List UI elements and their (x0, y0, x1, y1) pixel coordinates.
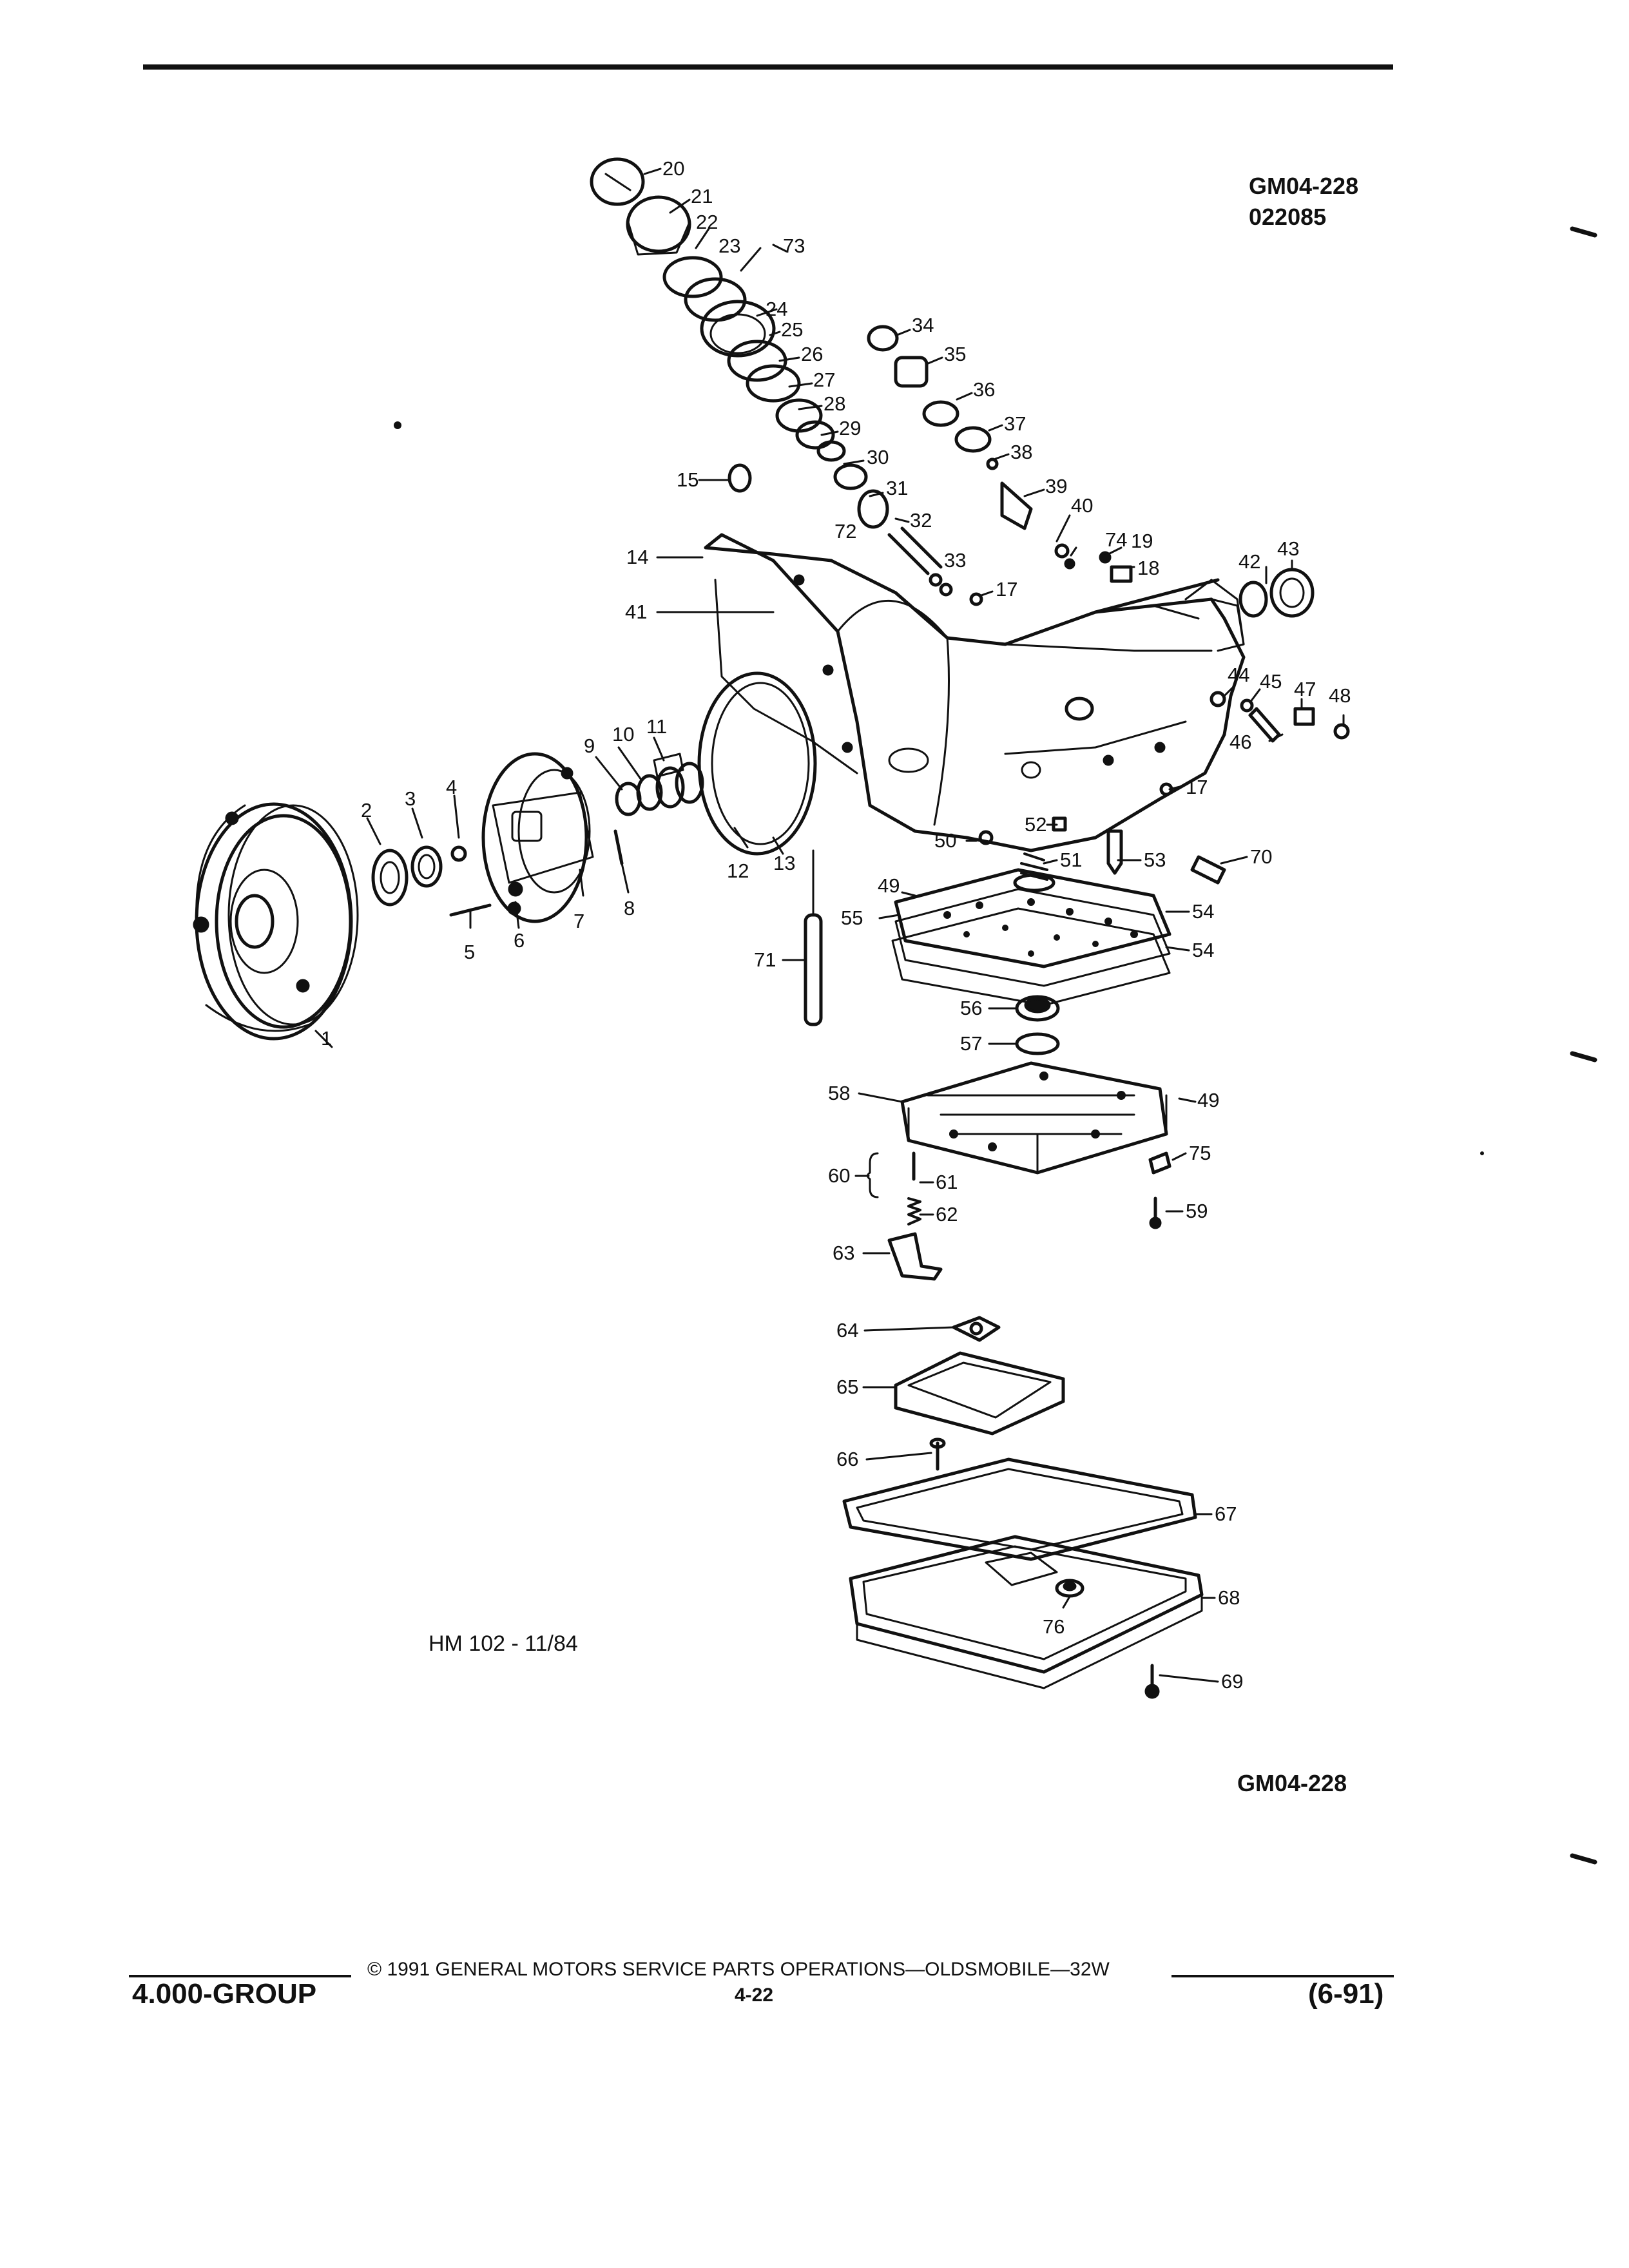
callout-label: 36 (973, 378, 995, 401)
callout-label: 10 (612, 723, 634, 745)
callout-label: 49 (1197, 1089, 1219, 1111)
callout-label: 25 (781, 318, 803, 341)
callout-label: 42 (1239, 550, 1260, 573)
callout-label: 71 (754, 948, 776, 971)
callout-label: 67 (1215, 1503, 1237, 1525)
callout-label: 76 (1043, 1615, 1065, 1638)
callout-label: 17 (996, 578, 1017, 601)
callout-label: 48 (1329, 684, 1351, 707)
callout-label: 66 (836, 1448, 858, 1470)
callout-label: 56 (960, 997, 982, 1019)
callout-label: 30 (867, 446, 889, 468)
callout-label: 49 (878, 874, 900, 897)
callout-label: 15 (677, 468, 699, 491)
figure-caption: HM 102 - 11/84 (429, 1631, 578, 1656)
callout-label: 55 (841, 907, 863, 929)
front-pump (481, 752, 594, 923)
footer-copyright: © 1991 GENERAL MOTORS SERVICE PARTS OPER… (367, 1959, 1110, 1980)
callout-label: 6 (514, 929, 525, 952)
callout-label: 54 (1192, 900, 1214, 923)
callout-label: 69 (1221, 1670, 1243, 1693)
callout-label: 33 (944, 549, 966, 572)
figure-date-code: 022085 (1249, 204, 1327, 230)
callout-label: 23 (718, 235, 740, 257)
callout-label: 58 (828, 1082, 850, 1104)
callout-label: 52 (1025, 813, 1046, 836)
callout-label: 1 (321, 1027, 332, 1050)
callout-label: 70 (1250, 845, 1272, 868)
callout-label: 2 (361, 799, 372, 822)
callout-label: 27 (813, 369, 835, 391)
callout-label: 40 (1071, 494, 1093, 517)
callout-label: 46 (1229, 731, 1251, 753)
callout-label: 24 (766, 298, 787, 320)
callout-label: 37 (1004, 412, 1026, 435)
footer-rule-right (1171, 1975, 1394, 1977)
callout-label: 8 (624, 897, 635, 919)
callout-label: 35 (944, 343, 966, 365)
callout-label: 34 (912, 314, 934, 336)
callout-label: 68 (1218, 1586, 1240, 1609)
callout-label: 14 (626, 546, 648, 568)
callout-label: 63 (833, 1242, 854, 1264)
torque-converter (193, 802, 359, 1041)
callout-label: 28 (824, 392, 845, 415)
footer-page-number: 4-22 (735, 1984, 774, 2006)
figure-bottom-code: GM04-228 (1237, 1770, 1347, 1796)
callout-label: 72 (834, 520, 856, 543)
callout-label: 65 (836, 1376, 858, 1398)
callout-label: 62 (936, 1203, 958, 1225)
callout-label: 41 (625, 601, 647, 623)
callout-labels: 1 2 3 4 5 6 7 8 9 10 11 12 13 14 15 17 1… (321, 157, 1351, 1693)
callout-label: 21 (691, 185, 713, 207)
callout-label: 18 (1137, 557, 1159, 579)
top-rule (143, 64, 1393, 70)
callout-label: 59 (1186, 1200, 1208, 1222)
callout-label: 74 (1105, 528, 1127, 551)
callout-label: 75 (1189, 1142, 1211, 1164)
callout-label: 29 (839, 417, 861, 439)
figure-code: GM04-228 (1249, 173, 1359, 199)
callout-label: 61 (936, 1171, 958, 1193)
callout-label: 4 (446, 776, 457, 798)
callout-label: 51 (1060, 849, 1082, 871)
callout-label: 26 (801, 343, 823, 365)
callout-label: 7 (574, 910, 584, 932)
callout-label: 64 (836, 1319, 858, 1341)
callout-label: 60 (828, 1164, 850, 1187)
callout-label: 5 (464, 941, 475, 963)
callout-label: 9 (584, 735, 595, 757)
callout-label: 38 (1010, 441, 1032, 463)
callout-label: 57 (960, 1032, 982, 1055)
callout-label: 39 (1045, 475, 1067, 497)
callout-label: 12 (727, 860, 749, 882)
callout-label: 13 (773, 852, 795, 874)
callout-label: 11 (646, 715, 667, 738)
callout-label: 20 (662, 157, 684, 180)
callout-label: 43 (1277, 537, 1299, 560)
callout-label: 22 (696, 211, 718, 233)
callout-label: 19 (1131, 530, 1153, 552)
footer-rule-left (129, 1975, 351, 1977)
callout-label: 50 (934, 829, 956, 852)
callout-label: 17 (1186, 776, 1208, 798)
callout-label: 31 (886, 477, 908, 499)
callout-label: 32 (910, 509, 932, 532)
callout-label: 54 (1192, 939, 1214, 961)
callout-label: 44 (1228, 664, 1249, 686)
callout-label: 3 (405, 787, 416, 810)
callout-label: 73 (783, 235, 805, 257)
footer-revision: (6-91) (1308, 1978, 1384, 2010)
footer-group: 4.000-GROUP (132, 1978, 317, 2010)
callout-label: 45 (1260, 670, 1282, 693)
valve-body (900, 1061, 1168, 1175)
transmission-case (704, 533, 1246, 852)
callout-label: 47 (1294, 678, 1316, 700)
callout-label: 53 (1144, 849, 1166, 871)
